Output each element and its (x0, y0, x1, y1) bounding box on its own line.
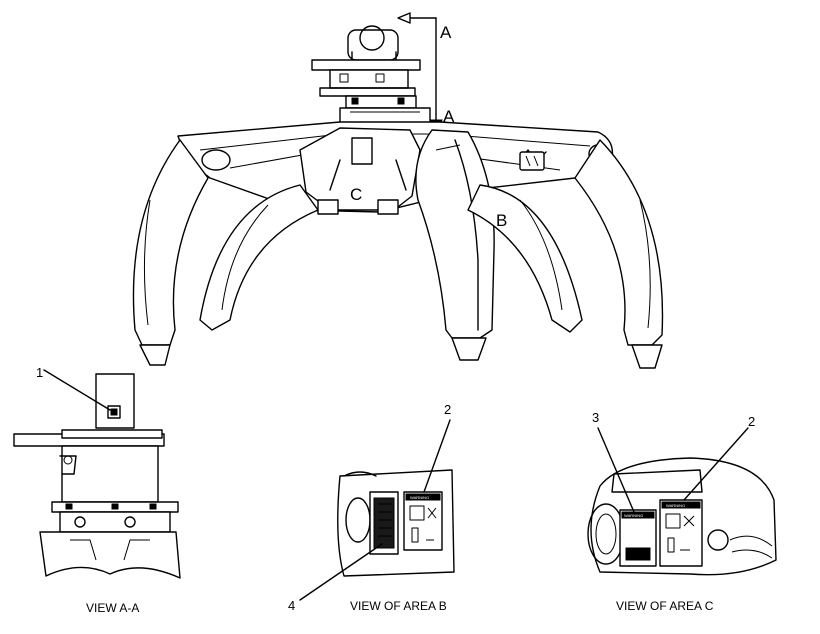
view-area-b: WARNING 2 4 VIEW OF AREA B (288, 402, 455, 613)
left-inner-tine (199, 184, 319, 331)
decal-2-plate-b (403, 491, 443, 551)
decal-2-plate-c (659, 499, 703, 567)
area-c-label: C (350, 185, 362, 204)
decal-warning-text-c2: WARNING (666, 503, 685, 508)
rotator-block (95, 373, 135, 429)
caption-view-b: VIEW OF AREA B (350, 599, 447, 613)
front-center-tine (415, 129, 495, 361)
view-aa: 1 VIEW A-A (13, 365, 181, 615)
view-area-c: WARNING WARNING 3 2 VIEW OF AREA C (587, 410, 777, 613)
decal-warning-text-c3: WARNING (624, 513, 643, 518)
section-a-label-arrow: A (443, 107, 455, 126)
caption-view-c: VIEW OF AREA C (616, 599, 714, 613)
rotator-top (311, 25, 431, 127)
grapple-assembly: A A B C (132, 12, 664, 369)
right-outer-tine (574, 139, 664, 369)
callout-3: 3 (592, 410, 599, 425)
callout-1: 1 (36, 365, 43, 380)
section-a-label-top: A (440, 23, 452, 42)
caption-view-aa: VIEW A-A (86, 601, 139, 615)
area-b-label: B (496, 211, 507, 230)
callout-4: 4 (288, 598, 295, 613)
callout-2-c: 2 (748, 414, 755, 429)
right-inner-tine (467, 184, 583, 333)
decal-warning-text-b: WARNING (410, 495, 429, 500)
left-outer-tine (132, 139, 209, 366)
callout-2-b: 2 (444, 402, 451, 417)
center-cylinder (299, 127, 421, 215)
